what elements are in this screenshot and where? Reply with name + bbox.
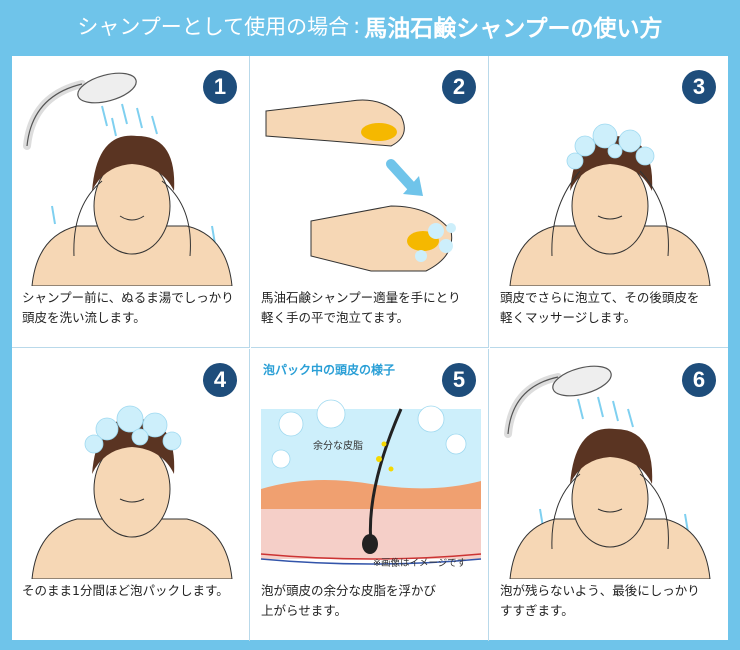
step-4-number-badge: 4	[203, 363, 237, 397]
step-5-panel: 泡パック中の頭皮の様子 余分な皮脂 ※画像はイメージです 5 泡が頭皮の余分な皮…	[251, 349, 489, 641]
step-3-caption: 頭皮でさらに泡立て、その後頭皮を 軽くマッサージします。	[500, 288, 722, 328]
step-6-panel: 6 泡が残らないよう、最後にしっかり すすぎます。	[490, 349, 728, 641]
header-separator: :	[353, 14, 361, 38]
step-5-number-badge: 5	[442, 363, 476, 397]
step-5-caption-line-1: 泡が頭皮の余分な皮脂を浮かび	[261, 583, 437, 598]
step-2-caption-line-1: 馬油石鹸シャンプー適量を手にとり	[261, 290, 461, 305]
step-6-caption-line-1: 泡が残らないよう、最後にしっかり	[500, 583, 700, 598]
step-4-caption-line-1: そのまま1分間ほど泡パックします。	[22, 583, 229, 598]
step-4-illustration	[31, 405, 233, 579]
step-1-illustration	[23, 72, 233, 286]
shower-head-icon	[23, 72, 137, 150]
step-4-caption: そのまま1分間ほど泡パックします。	[22, 581, 243, 601]
steps-grid: 1 シャンプー前に、ぬるま湯でしっかり 頭皮を洗い流します。	[12, 56, 728, 641]
step-2-number-badge: 2	[442, 70, 476, 104]
step-2-panel: 2 馬油石鹸シャンプー適量を手にとり 軽く手の平で泡立てます。	[251, 56, 489, 348]
step-6-caption: 泡が残らないよう、最後にしっかり すすぎます。	[500, 581, 722, 621]
step-2-caption-line-2: 軽く手の平で泡立てます。	[261, 310, 410, 325]
hair-strand	[368, 408, 403, 545]
sebum-drops	[376, 441, 394, 472]
step-3-number-badge: 3	[682, 70, 716, 104]
sebum-annotation: 余分な皮脂	[313, 441, 363, 452]
step-5-illustration	[260, 399, 482, 565]
shower-head-icon	[504, 365, 612, 438]
step-3-caption-line-2: 軽くマッサージします。	[500, 310, 637, 325]
step-1-panel: 1 シャンプー前に、ぬるま湯でしっかり 頭皮を洗い流します。	[12, 56, 250, 348]
header: シャンプーとして使用の場合 : 馬油石鹸シャンプーの使い方	[0, 0, 740, 52]
step-2-illustration	[265, 99, 456, 272]
skin-surface	[261, 480, 481, 509]
soap-bar	[361, 123, 397, 141]
header-prefix: シャンプーとして使用の場合	[77, 15, 350, 39]
step-6-caption-line-2: すすぎます。	[500, 603, 574, 618]
step-3-illustration	[509, 123, 711, 286]
step-6-number-badge: 6	[682, 363, 716, 397]
step-1-caption-line-2: 頭皮を洗い流します。	[22, 310, 146, 325]
hair-root	[362, 534, 378, 554]
step-5-caption-line-2: 上がらせます。	[261, 603, 348, 618]
foam-bubbles	[84, 405, 182, 454]
step-1-number-badge: 1	[203, 70, 237, 104]
step-1-caption: シャンプー前に、ぬるま湯でしっかり 頭皮を洗い流します。	[22, 288, 243, 328]
step-2-caption: 馬油石鹸シャンプー適量を手にとり 軽く手の平で泡立てます。	[261, 288, 482, 328]
image-note: ※画像はイメージです	[373, 558, 467, 569]
step-5-subtitle: 泡パック中の頭皮の様子	[263, 363, 396, 377]
arrow-down-icon	[386, 159, 423, 196]
step-1-caption-line-1: シャンプー前に、ぬるま湯でしっかり	[22, 290, 234, 305]
step-4-panel: 4 そのまま1分間ほど泡パックします。	[12, 349, 250, 641]
step-3-panel: 3 頭皮でさらに泡立て、その後頭皮を 軽くマッサージします。	[490, 56, 728, 348]
water-spray	[539, 396, 689, 533]
step-6-illustration	[504, 365, 711, 579]
header-title: 馬油石鹸シャンプーの使い方	[364, 16, 663, 42]
step-5-caption: 泡が頭皮の余分な皮脂を浮かび 上がらせます。	[261, 581, 482, 621]
foam-bubbles	[415, 223, 456, 262]
step-3-caption-line-1: 頭皮でさらに泡立て、その後頭皮を	[500, 290, 700, 305]
foam-bubbles	[566, 123, 655, 170]
